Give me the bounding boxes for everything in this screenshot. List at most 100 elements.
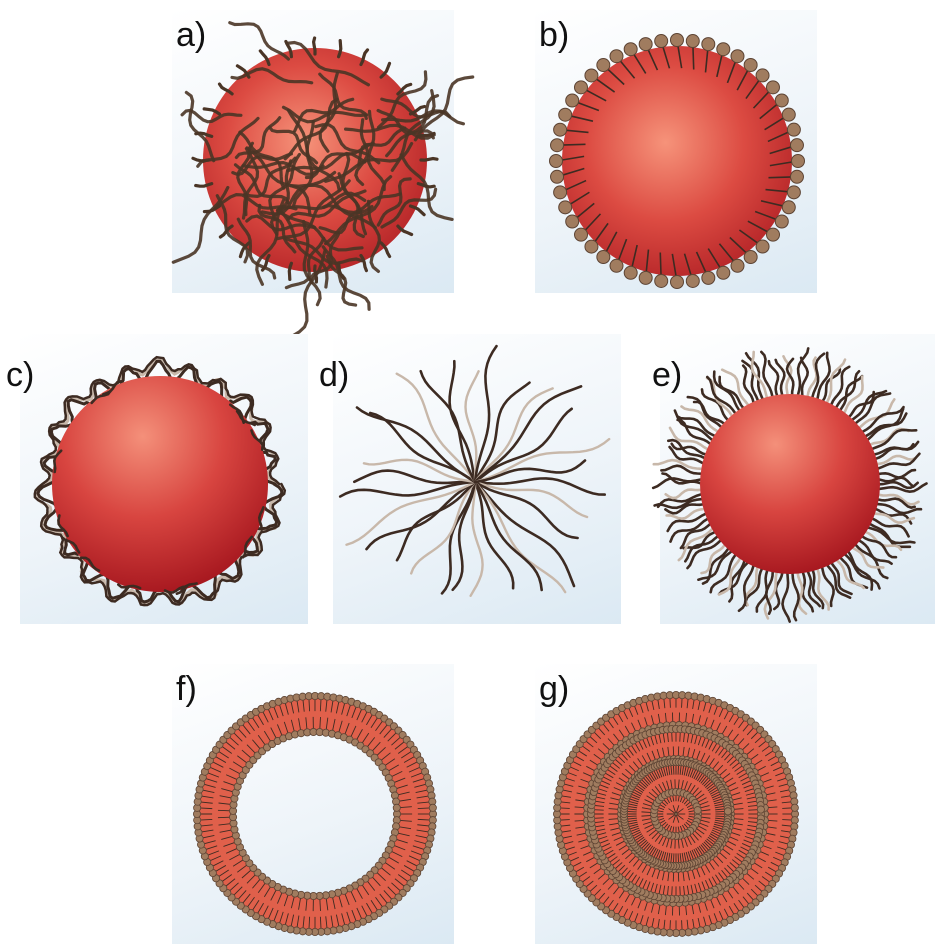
sphere-core <box>700 394 880 574</box>
surfactant-head <box>624 43 637 56</box>
surfactant-head <box>782 201 795 214</box>
surfactant-head <box>639 271 652 284</box>
surfactant-head <box>744 58 757 71</box>
vesicle-figure <box>172 664 454 944</box>
surfactant-head <box>551 139 564 152</box>
surfactant-head <box>775 215 788 228</box>
network-end <box>339 41 341 57</box>
network-sphere-figure <box>172 10 454 293</box>
polymer-arms <box>340 346 609 596</box>
surfactant-head <box>717 266 730 279</box>
panel-label-c: c) <box>6 358 34 392</box>
surfactant-head <box>554 123 567 136</box>
surfactant-head <box>790 139 803 152</box>
brush-chain <box>661 466 704 475</box>
surfactant-head <box>566 215 579 228</box>
polymer-arm <box>357 408 475 483</box>
surfactant-head <box>756 69 769 82</box>
brush-sphere-figure <box>660 334 935 624</box>
surfactant-head <box>554 186 567 199</box>
lipid-head <box>791 804 798 811</box>
surfactant-head <box>624 266 637 279</box>
star-polymer-figure <box>333 334 621 624</box>
surfactant-head <box>550 155 563 168</box>
polymer-arm <box>354 471 475 483</box>
surfactant-head <box>766 228 779 241</box>
panel-label-g: g) <box>539 672 569 706</box>
panel-f: f) <box>172 664 454 944</box>
network-end <box>289 263 291 279</box>
network-end <box>314 38 315 54</box>
network-end <box>421 159 437 161</box>
surfactant-head <box>731 259 744 272</box>
lipid-bilayer <box>193 692 436 935</box>
surfactant-head <box>574 81 587 94</box>
surfactant-head <box>731 50 744 63</box>
brush-chain <box>801 358 808 399</box>
surfactant-head <box>597 251 610 264</box>
multilamellar-vesicle-figure <box>535 664 817 944</box>
surfactant-head <box>655 274 668 287</box>
surfactant-head <box>610 50 623 63</box>
brush-chain <box>761 352 773 400</box>
surfactant-head <box>575 228 588 241</box>
polymer-arm <box>475 383 530 482</box>
surfactant-head <box>702 271 715 284</box>
network-end <box>381 63 389 77</box>
brush-chain <box>875 470 915 477</box>
panel-g: g) <box>535 664 817 944</box>
lipid-head <box>724 808 731 815</box>
coated-sphere-figure <box>20 334 308 624</box>
surfactant-head <box>744 250 757 263</box>
network-strand <box>173 188 228 263</box>
surfactant-head <box>566 94 579 107</box>
panel-label-a: a) <box>176 18 206 52</box>
surfactant-head <box>671 276 684 289</box>
lipid-head <box>757 806 764 813</box>
brush-chain <box>783 570 790 622</box>
surfactant-head <box>717 43 730 56</box>
surfactant-head <box>585 69 598 82</box>
lipid-head <box>429 804 436 811</box>
surfactant-head <box>702 38 715 51</box>
surfactant-head <box>551 170 564 183</box>
surfactant-head <box>792 155 805 168</box>
brush-chain <box>668 440 707 460</box>
surfactant-head <box>597 59 610 72</box>
surfactant-head <box>559 201 572 214</box>
micelle-core <box>562 46 792 276</box>
polymer-arm-light <box>347 482 476 545</box>
lipid-head <box>393 804 400 811</box>
surfactant-head <box>782 108 795 121</box>
micelle-figure <box>535 10 817 293</box>
surfactant-head <box>766 81 779 94</box>
surfactant-head <box>686 35 699 48</box>
brush-chain <box>666 489 704 498</box>
network-strand <box>230 23 289 59</box>
lipid-head <box>675 813 677 815</box>
panel-label-f: f) <box>176 672 197 706</box>
bilayer-band <box>215 714 415 914</box>
surfactant-head <box>610 259 623 272</box>
surfactant-head <box>756 240 769 253</box>
surfactant-head <box>585 240 598 253</box>
surfactant-head <box>639 38 652 51</box>
panel-e: e) <box>660 334 935 624</box>
brush-chain <box>802 569 813 611</box>
panel-b: b) <box>535 10 817 293</box>
surfactant-head <box>790 170 803 183</box>
panel-d: d) <box>333 334 621 624</box>
surfactant-head <box>655 35 668 48</box>
lipid-bilayers <box>553 691 798 936</box>
panel-label-b: b) <box>539 18 569 52</box>
panel-label-e: e) <box>652 358 682 392</box>
panel-a: a) <box>172 10 454 293</box>
surfactant-head <box>670 34 683 47</box>
surfactant-head <box>787 186 800 199</box>
surfactant-head <box>775 94 788 107</box>
surfactant-head <box>686 274 699 287</box>
network-end <box>398 226 412 234</box>
panel-label-d: d) <box>319 358 349 392</box>
panel-c: c) <box>20 334 308 624</box>
network-end <box>315 266 317 282</box>
